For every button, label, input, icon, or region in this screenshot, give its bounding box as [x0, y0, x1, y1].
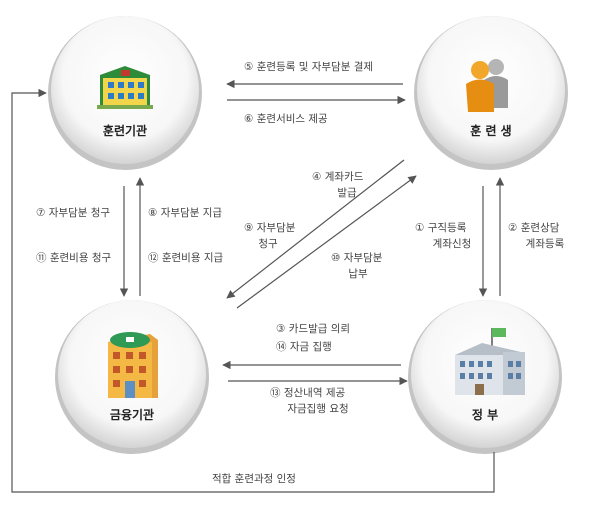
bottom-loop-label: 적합 훈련과정 인정: [212, 473, 296, 485]
flow-11-label: ⑪ 훈련비용 청구: [36, 252, 112, 264]
bank-building-icon: [108, 332, 158, 398]
flow-14-label: ⑭ 자금 집행: [276, 341, 332, 353]
flow-9-label-1: ⑨ 자부담분: [244, 222, 296, 234]
flow-3-label: ③ 카드발급 의뢰: [276, 323, 351, 335]
school-building-icon: [97, 66, 153, 109]
flow-2-label-2: 계좌등록: [525, 238, 565, 250]
flow-10-label-2: 납부: [348, 268, 368, 280]
trainee-label: 훈 련 생: [470, 124, 512, 138]
arrow-bottom-loop: [11, 88, 495, 493]
flow-7-label: ⑦ 자부담분 청구: [36, 207, 111, 219]
flow-13-label-1: ⑬ 정산내역 제공: [270, 387, 346, 399]
government-label: 정 부: [471, 408, 499, 422]
financial-institution-label: 금융기관: [109, 408, 155, 422]
flow-8-label: ⑧ 자부담분 지급: [148, 207, 223, 219]
flow-10-label-1: ⑩ 자부담분: [331, 252, 383, 264]
flow-2-label-1: ② 훈련상담: [508, 222, 560, 234]
flow-6-label: ⑥ 훈련서비스 제공: [244, 113, 328, 125]
flow-13-label-2: 자금집행 요청: [287, 403, 349, 415]
training-institution-label: 훈련기관: [102, 124, 148, 138]
flow-12-label: ⑫ 훈련비용 지급: [148, 252, 224, 264]
government-building-icon: [455, 328, 525, 395]
people-icon: [466, 59, 508, 112]
flow-1-label-1: ① 구직등록: [415, 222, 467, 234]
flow-9-label-2: 청구: [258, 238, 278, 250]
flow-4-label-2: 발급: [337, 187, 357, 199]
arrow-4-10: [236, 175, 417, 309]
arrow-9: [226, 159, 405, 299]
flow-1-label-2: 계좌신청: [432, 238, 472, 250]
flow-4-label-1: ④ 계좌카드: [312, 171, 364, 183]
flow-5-label: ⑤ 훈련등록 및 자부담분 결제: [244, 61, 374, 73]
